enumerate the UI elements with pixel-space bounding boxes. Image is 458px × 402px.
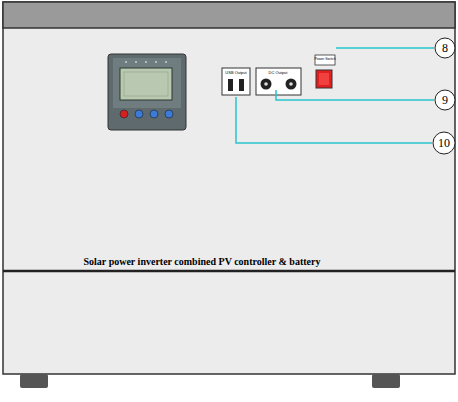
usb-port <box>228 79 233 91</box>
divider-line <box>3 270 455 273</box>
indicator-leds <box>125 61 167 63</box>
blue-button <box>150 110 158 118</box>
blue-button <box>165 110 173 118</box>
power-button <box>120 110 128 118</box>
callout-number: 10 <box>438 137 450 149</box>
switch-label: Power Switch <box>314 58 335 62</box>
leader-line <box>336 47 434 49</box>
callout-number: 9 <box>442 94 448 106</box>
usb-panel <box>222 68 250 95</box>
lcd-frame <box>124 72 168 96</box>
dc-socket <box>286 79 297 90</box>
leader-line <box>276 90 434 100</box>
cabinet-top <box>3 2 455 28</box>
power-switch <box>316 70 332 88</box>
usb-port <box>239 79 244 91</box>
callout-circle <box>435 90 455 110</box>
switch-label-plate <box>315 55 335 65</box>
cabinet-body <box>3 2 455 374</box>
callout-number: 8 <box>442 42 448 54</box>
dc-panel <box>256 68 301 95</box>
leader-line <box>236 97 432 143</box>
lcd-screen <box>120 68 172 100</box>
display-panel <box>108 54 186 130</box>
port-label: DC Output <box>269 71 288 75</box>
display-bezel <box>113 58 181 108</box>
callout-circle <box>435 38 455 58</box>
port-label: USB Output <box>225 71 246 75</box>
product-title: Solar power inverter combined PV control… <box>84 257 321 267</box>
dc-socket <box>261 79 272 90</box>
blue-button <box>135 110 143 118</box>
foot <box>372 374 400 388</box>
foot <box>20 374 48 388</box>
callout-circle <box>433 132 455 154</box>
